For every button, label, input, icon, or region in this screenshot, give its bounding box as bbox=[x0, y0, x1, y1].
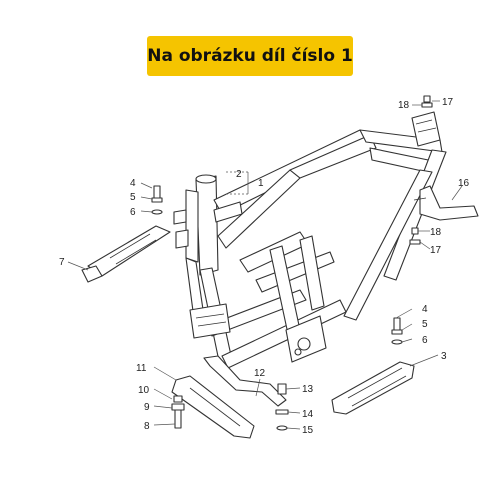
bolt-4-5-6-left bbox=[151, 185, 163, 215]
part-7-left-rail bbox=[81, 225, 171, 283]
callout-18-mid: 18 bbox=[430, 227, 442, 238]
part-3-right-rail bbox=[331, 361, 415, 415]
callout-12: 12 bbox=[254, 368, 266, 379]
leader-lines bbox=[67, 100, 463, 430]
bolt-17-18-top bbox=[421, 95, 433, 108]
bolt-13-14-15 bbox=[275, 383, 289, 431]
callout-17-top: 17 bbox=[442, 97, 454, 108]
callout-2: 2 bbox=[236, 169, 242, 180]
callout-9: 9 bbox=[144, 402, 150, 413]
part-number-banner: Na obrázku díl číslo 1 bbox=[147, 36, 353, 76]
bolt-4-5-6-right bbox=[391, 317, 403, 345]
scooter-frame bbox=[173, 111, 447, 369]
part-12-brace bbox=[203, 355, 287, 407]
callout-8: 8 bbox=[144, 421, 150, 432]
callout-6-right: 6 bbox=[422, 335, 428, 346]
callout-4-left: 4 bbox=[130, 178, 136, 189]
callout-labels: 1 2 3 4 5 6 4 5 6 7 8 9 10 11 12 13 14 1… bbox=[59, 97, 470, 436]
callout-7: 7 bbox=[59, 257, 65, 268]
callout-3: 3 bbox=[441, 351, 447, 362]
callout-10: 10 bbox=[138, 385, 150, 396]
banner-text: Na obrázku díl číslo 1 bbox=[147, 46, 353, 66]
callout-5-left: 5 bbox=[130, 192, 136, 203]
callout-5-right: 5 bbox=[422, 319, 428, 330]
callout-18-top: 18 bbox=[398, 100, 410, 111]
callout-15: 15 bbox=[302, 425, 314, 436]
callout-1: 1 bbox=[258, 178, 264, 189]
callout-14: 14 bbox=[302, 409, 314, 420]
callout-4-right: 4 bbox=[422, 304, 428, 315]
part-11-lower-rail bbox=[171, 375, 255, 439]
part-1-2-group-bracket bbox=[226, 171, 249, 195]
callout-13: 13 bbox=[302, 384, 314, 395]
bolt-8-9-10 bbox=[171, 395, 185, 429]
part-16-bracket bbox=[413, 185, 479, 221]
callout-11: 11 bbox=[136, 363, 147, 374]
callout-17-mid: 17 bbox=[430, 245, 442, 256]
callout-6-left: 6 bbox=[130, 207, 136, 218]
callout-16: 16 bbox=[458, 178, 470, 189]
